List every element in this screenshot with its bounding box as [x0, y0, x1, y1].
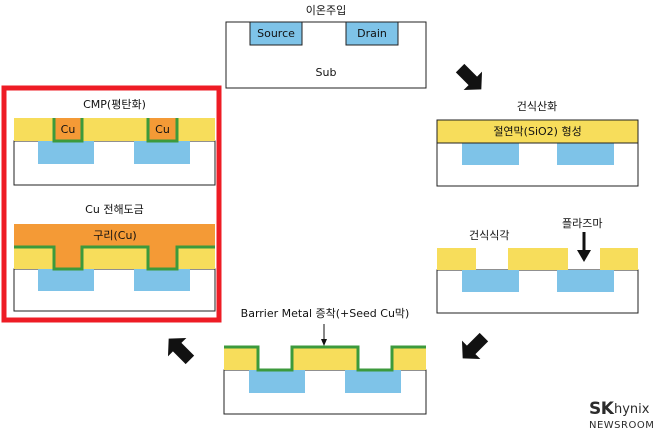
cmp-cu-left-label: Cu — [60, 123, 76, 136]
dry-oxidation-wafer — [436, 119, 639, 187]
barrier-pointer-arrow — [321, 324, 327, 346]
ion-implant-wafer — [225, 21, 427, 89]
arrow-ion-to-oxidation — [455, 63, 483, 91]
logo-name: hynix — [614, 402, 650, 417]
sub-label: Sub — [315, 66, 337, 79]
source-label: Source — [257, 27, 295, 40]
arrow-etch-to-barrier — [461, 332, 489, 360]
plasma-arrow — [577, 232, 591, 262]
electroplating-wafer — [13, 224, 216, 312]
dry-etch-wafer — [436, 248, 639, 314]
cmp-cu-right-label: Cu — [155, 123, 170, 136]
copper-layer-label: 구리(Cu) — [93, 229, 137, 242]
arrow-barrier-to-plating — [167, 337, 195, 365]
highlight-box — [1, 85, 222, 323]
oxide-layer-label: 절연막(SiO2) 형성 — [493, 125, 582, 138]
dry-oxidation-title: 건식산화 — [516, 100, 558, 113]
barrier-metal-wafer — [223, 345, 427, 415]
logo-sub: NEWSROOM — [589, 420, 655, 431]
plasma-label: 플라즈마 — [562, 217, 603, 230]
cmp-title: CMP(평탄화) — [83, 98, 146, 111]
electroplating-title: Cu 전해도금 — [85, 203, 144, 216]
drain-label: Drain — [357, 27, 387, 40]
source-region — [249, 21, 303, 46]
ion-implant-title: 이온주입 — [305, 4, 347, 17]
logo-brand: SK — [589, 399, 614, 419]
barrier-metal-title: Barrier Metal 증착(+Seed Cu막) — [240, 307, 410, 320]
drain-region — [345, 21, 399, 46]
dry-etch-title: 건식식각 — [469, 229, 510, 242]
oxide-layer — [436, 119, 639, 144]
cmp-wafer — [13, 118, 216, 186]
